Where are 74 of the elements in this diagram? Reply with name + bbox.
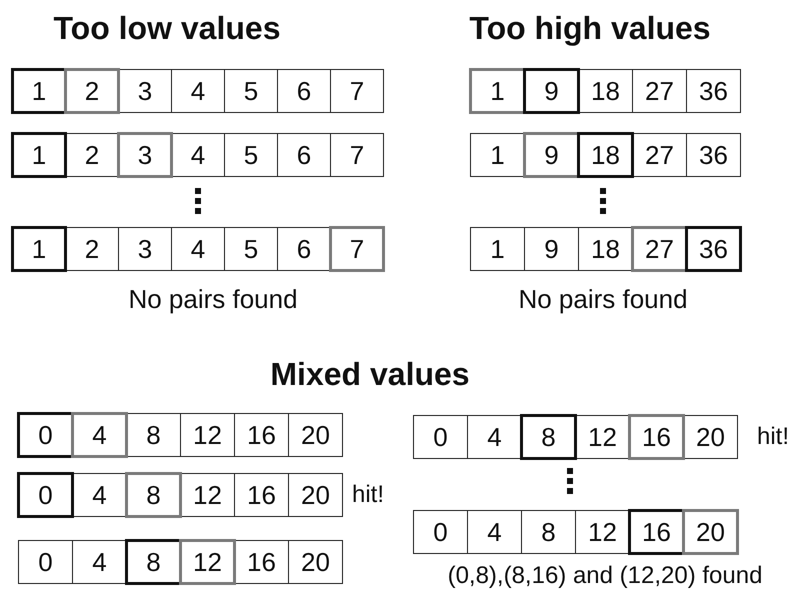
result-caption: No pairs found xyxy=(518,284,688,315)
section-heading: Mixed values xyxy=(270,356,470,393)
array-cell: 1 xyxy=(469,68,526,114)
array-cell: 5 xyxy=(224,133,278,177)
hit-note: hit! xyxy=(352,480,384,510)
array-cell: 4 xyxy=(171,133,225,177)
result-caption: (0,8),(8,16) and (12,20) found xyxy=(448,562,762,590)
array-cell: 2 xyxy=(65,133,119,177)
array-cell: 12 xyxy=(179,539,236,585)
array-cell: 20 xyxy=(683,415,738,459)
array-cell: 5 xyxy=(224,69,278,113)
array-cell: 4 xyxy=(171,227,225,271)
array-cell: 16 xyxy=(234,413,289,457)
array-cell: 18 xyxy=(578,69,633,113)
hit-note: hit! xyxy=(757,422,790,452)
array-cell: 8 xyxy=(125,472,182,518)
array-cell: 20 xyxy=(288,473,343,517)
array-cell: 5 xyxy=(224,227,278,271)
array-cell: 12 xyxy=(575,415,630,459)
array-cell: 0 xyxy=(17,472,74,518)
array-cell: 0 xyxy=(413,415,468,459)
array-cell: 3 xyxy=(117,132,173,178)
array-cell: 0 xyxy=(17,412,74,458)
array-cell: 20 xyxy=(288,413,343,457)
array-cell: 4 xyxy=(72,473,127,517)
array-cell: 20 xyxy=(288,540,343,584)
array-cell: 6 xyxy=(277,133,331,177)
array-cell: 9 xyxy=(524,227,579,271)
array-cell: 4 xyxy=(71,412,128,458)
array-cell: 0 xyxy=(18,540,73,584)
array-cell: 20 xyxy=(682,509,739,555)
array-cell: 16 xyxy=(628,414,685,460)
array-cell: 0 xyxy=(413,510,468,554)
array-cell: 27 xyxy=(632,69,687,113)
array-cell: 2 xyxy=(64,68,120,114)
array-cell: 3 xyxy=(118,227,172,271)
array-cell: 18 xyxy=(577,132,634,178)
array-cell: 9 xyxy=(523,132,580,178)
array-cell: 12 xyxy=(180,413,235,457)
array-cell: 12 xyxy=(575,510,630,554)
array-cell: 4 xyxy=(467,415,522,459)
array-cell: 4 xyxy=(171,69,225,113)
array-cell: 8 xyxy=(125,539,182,585)
array-cell: 4 xyxy=(72,540,127,584)
array-cell: 12 xyxy=(180,473,235,517)
array-cell: 6 xyxy=(277,69,331,113)
array-cell: 7 xyxy=(330,133,384,177)
array-cell: 3 xyxy=(118,69,172,113)
array-cell: 27 xyxy=(632,133,687,177)
array-cell: 36 xyxy=(686,133,741,177)
array-cell: 2 xyxy=(65,227,119,271)
array-cell: 16 xyxy=(234,473,289,517)
array-cell: 1 xyxy=(11,68,67,114)
array-cell: 18 xyxy=(578,227,633,271)
array-cell: 1 xyxy=(11,132,67,178)
array-cell: 8 xyxy=(520,414,577,460)
result-caption: No pairs found xyxy=(128,284,298,315)
array-cell: 16 xyxy=(628,509,685,555)
array-cell: 7 xyxy=(329,226,385,272)
array-cell: 1 xyxy=(470,227,525,271)
array-cell: 27 xyxy=(631,226,688,272)
array-cell: 36 xyxy=(686,69,741,113)
array-cell: 4 xyxy=(467,510,522,554)
array-cell: 8 xyxy=(521,510,576,554)
array-cell: 8 xyxy=(126,413,181,457)
array-cell: 1 xyxy=(11,226,67,272)
section-heading: Too high values xyxy=(469,10,711,47)
array-cell: 9 xyxy=(523,68,580,114)
section-heading: Too low values xyxy=(54,10,280,47)
array-cell: 1 xyxy=(470,133,525,177)
array-cell: 16 xyxy=(234,540,289,584)
array-cell: 7 xyxy=(330,69,384,113)
array-cell: 6 xyxy=(277,227,331,271)
array-cell: 36 xyxy=(685,226,742,272)
